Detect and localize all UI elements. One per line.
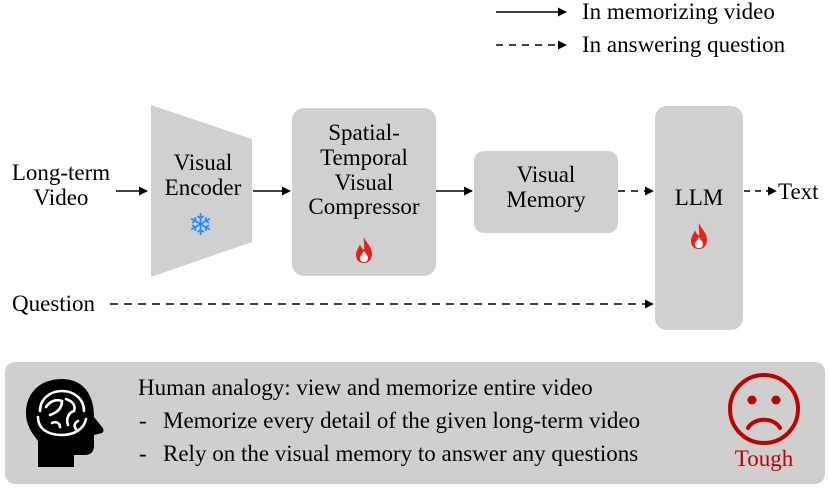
compressor-line3: Visual xyxy=(334,169,394,195)
analogy-bullet-marker-1: - xyxy=(139,408,147,433)
memory-line1: Visual xyxy=(516,162,576,187)
input-video-line1: Long-term xyxy=(11,160,111,185)
brain-head-icon xyxy=(26,379,104,467)
analogy-panel xyxy=(5,362,825,484)
visual-encoder-label: Visual Encoder xyxy=(151,150,255,201)
input-video-label: Long-term Video xyxy=(3,160,119,211)
compressor-block xyxy=(292,108,436,276)
analogy-bullet-marker-2: - xyxy=(139,441,147,466)
legend-memorizing-label: In memorizing video xyxy=(582,0,775,24)
visual-memory-block xyxy=(474,151,618,233)
visual-memory-label: Visual Memory xyxy=(474,162,618,213)
difficulty-label: Tough xyxy=(734,446,794,471)
input-question-label: Question xyxy=(12,291,96,316)
analogy-title: Human analogy: view and memorize entire … xyxy=(138,375,593,400)
snowflake-icon: ❄ xyxy=(188,208,214,243)
llm-block xyxy=(655,106,743,330)
legend-answering-label: In answering question xyxy=(582,32,786,57)
output-text-label: Text xyxy=(778,179,819,204)
fire-icon xyxy=(691,223,707,249)
encoder-line2: Encoder xyxy=(164,175,242,201)
input-video-line2: Video xyxy=(33,185,89,211)
analogy-bullet-1: Memorize every detail of the given long-… xyxy=(163,408,641,433)
visual-encoder-block xyxy=(151,105,252,277)
compressor-label: Spatial- Temporal Visual Compressor xyxy=(292,120,436,220)
compressor-line1: Spatial- xyxy=(328,120,400,145)
encoder-line1: Visual xyxy=(173,150,233,175)
sad-face-icon xyxy=(728,373,800,445)
fire-icon xyxy=(356,237,372,263)
memory-line2: Memory xyxy=(506,187,586,213)
llm-label: LLM xyxy=(674,185,724,210)
analogy-bullet-2: Rely on the visual memory to answer any … xyxy=(163,441,639,466)
compressor-line4: Compressor xyxy=(308,194,420,220)
compressor-line2: Temporal xyxy=(320,144,408,170)
